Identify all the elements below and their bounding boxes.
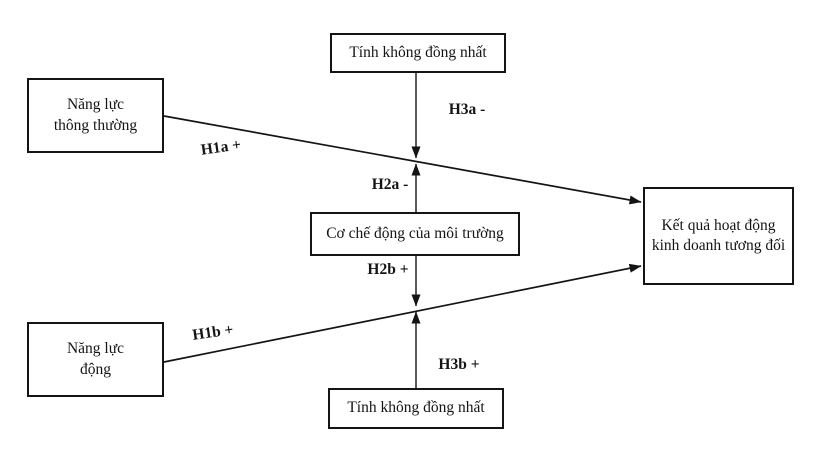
box-heterogeneity-top: Tính không đồng nhất — [330, 33, 506, 73]
box-relative-business-performance: Kết quả hoạt động kinh doanh tương đối — [643, 187, 794, 285]
box-environmental-dynamism: Cơ chế động của môi trường — [310, 212, 520, 256]
box-ordinary-capability: Năng lực thông thường — [27, 78, 164, 153]
box-dynamic-capability: Năng lực động — [27, 322, 164, 397]
path-label-h2a: H2a - — [371, 176, 409, 193]
path-label-h3a: H3a - — [448, 101, 486, 118]
path-label-h3b: H3b + — [438, 356, 480, 373]
box-heterogeneity-bottom: Tính không đồng nhất — [328, 388, 504, 429]
arrow-h1a — [163, 115, 642, 205]
path-label-h2b: H2b + — [367, 261, 409, 278]
arrow-h1b — [163, 263, 642, 363]
